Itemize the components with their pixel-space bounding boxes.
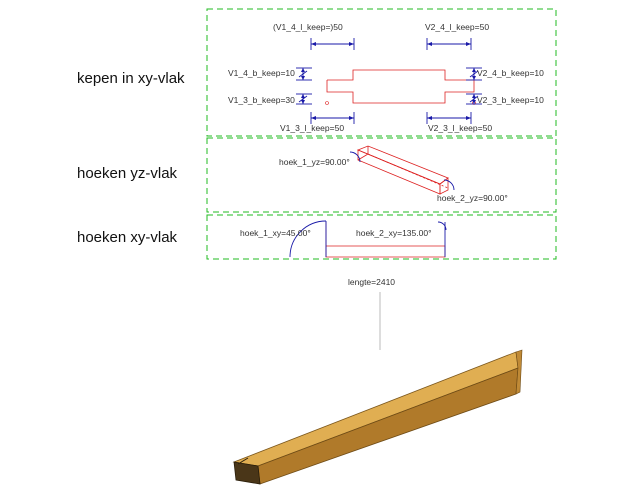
beam-sketch-yz <box>356 145 449 195</box>
beam-xy-outline <box>325 245 446 258</box>
beam-top-face <box>232 351 519 467</box>
angle-arc-hoek-2-yz <box>443 179 455 191</box>
label-v2-3-b-keep: V2_3_b_keep=10 <box>477 95 544 105</box>
label-hoek-1-yz: hoek_1_yz=90.00° <box>279 157 350 167</box>
dim-v1-3-b <box>296 93 312 105</box>
angle-arc-hoek-1-xy <box>289 220 327 258</box>
frame-hoeken-yz <box>206 137 557 213</box>
label-v1-3-l-keep: V1_3_l_keep=50 <box>280 123 344 133</box>
label-v2-3-l-keep: V2_3_l_keep=50 <box>428 123 492 133</box>
dim-v1-3-l <box>310 112 355 124</box>
dim-v2-4-l <box>426 38 472 50</box>
label-v1-4-l-keep: (V1_4_l_keep=)50 <box>273 22 343 32</box>
label-v2-4-l-keep: V2_4_l_keep=50 <box>425 22 489 32</box>
dim-v2-4-b <box>466 67 482 81</box>
label-hoek-2-xy: hoek_2_xy=135.00° <box>356 228 431 238</box>
frame-kepen <box>206 8 557 137</box>
label-v1-3-b-keep: V1_3_b_keep=30 <box>228 95 295 105</box>
dim-v1-4-b <box>296 67 312 81</box>
section-label-hoeken-xy: hoeken xy-vlak <box>77 229 178 246</box>
section-label-kepen: kepen in xy-vlak <box>77 70 185 87</box>
frame-hoeken-xy <box>206 214 557 260</box>
angle-arc-hoek-2-xy <box>437 221 447 231</box>
label-v1-4-b-keep: V1_4_b_keep=10 <box>228 68 295 78</box>
origin-marker-left <box>325 101 329 105</box>
section-label-hoeken-yz: hoeken yz-vlak <box>77 165 178 182</box>
label-hoek-2-yz: hoek_2_yz=90.00° <box>437 193 508 203</box>
beam-side-face <box>257 367 519 485</box>
notch-outline <box>326 69 475 104</box>
angle-arc-hoek-1-yz <box>349 151 361 163</box>
label-hoek-1-xy: hoek_1_xy=45.00° <box>240 228 311 238</box>
notch-profile <box>325 69 476 105</box>
dim-v2-3-l <box>426 112 472 124</box>
beam-end-face <box>233 461 261 485</box>
beam-far-end <box>515 349 523 395</box>
dim-v2-3-b <box>466 93 482 105</box>
label-lengte: lengte=2410 <box>348 277 395 287</box>
label-v2-4-b-keep: V2_4_b_keep=10 <box>477 68 544 78</box>
wooden-beam-3d <box>232 349 523 485</box>
dim-v1-4-l <box>310 38 355 50</box>
beam-yz-front-face <box>357 149 441 195</box>
